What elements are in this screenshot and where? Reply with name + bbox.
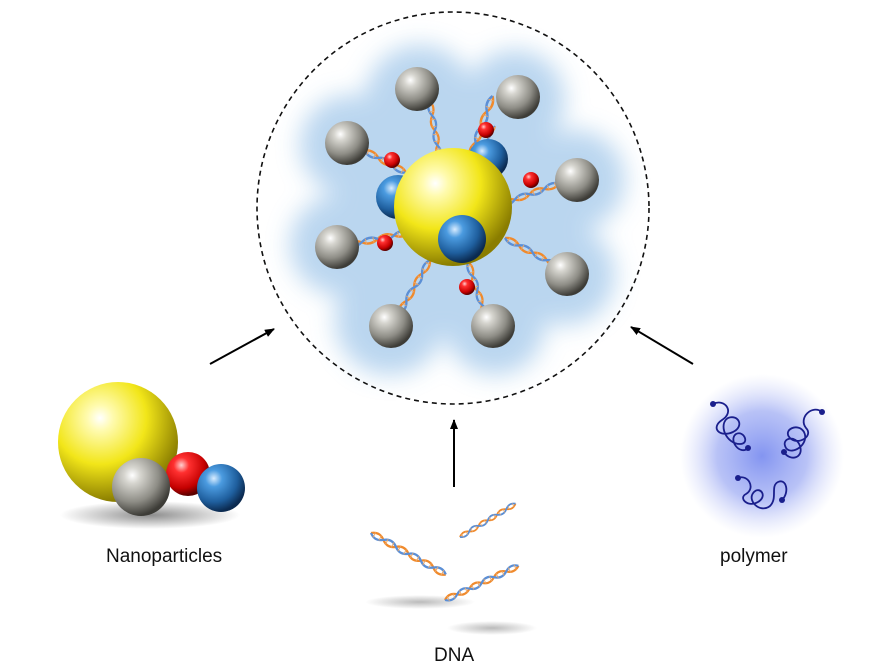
gray-satellite-particles: [315, 67, 599, 348]
nanoparticles-shadow: [60, 501, 240, 529]
dna-double-helix-icon: [365, 500, 537, 635]
blue-particle-front: [438, 215, 486, 263]
nanoparticle-assembly-icon: [256, 11, 650, 405]
nanoparticles-cluster-icon: [58, 382, 245, 529]
arrow-from-polymer: [630, 326, 694, 365]
polymer-halo: [680, 374, 844, 538]
nanoparticles-label: Nanoparticles: [106, 546, 223, 567]
polymer-coil-icon: [680, 374, 844, 538]
arrow-from-nanoparticles: [209, 328, 275, 365]
arrows: [209, 326, 694, 487]
assembly-boundary: [256, 11, 650, 405]
dna-label: DNA: [434, 645, 475, 666]
polymer-label: polymer: [720, 546, 788, 567]
red-particles: [377, 122, 539, 295]
